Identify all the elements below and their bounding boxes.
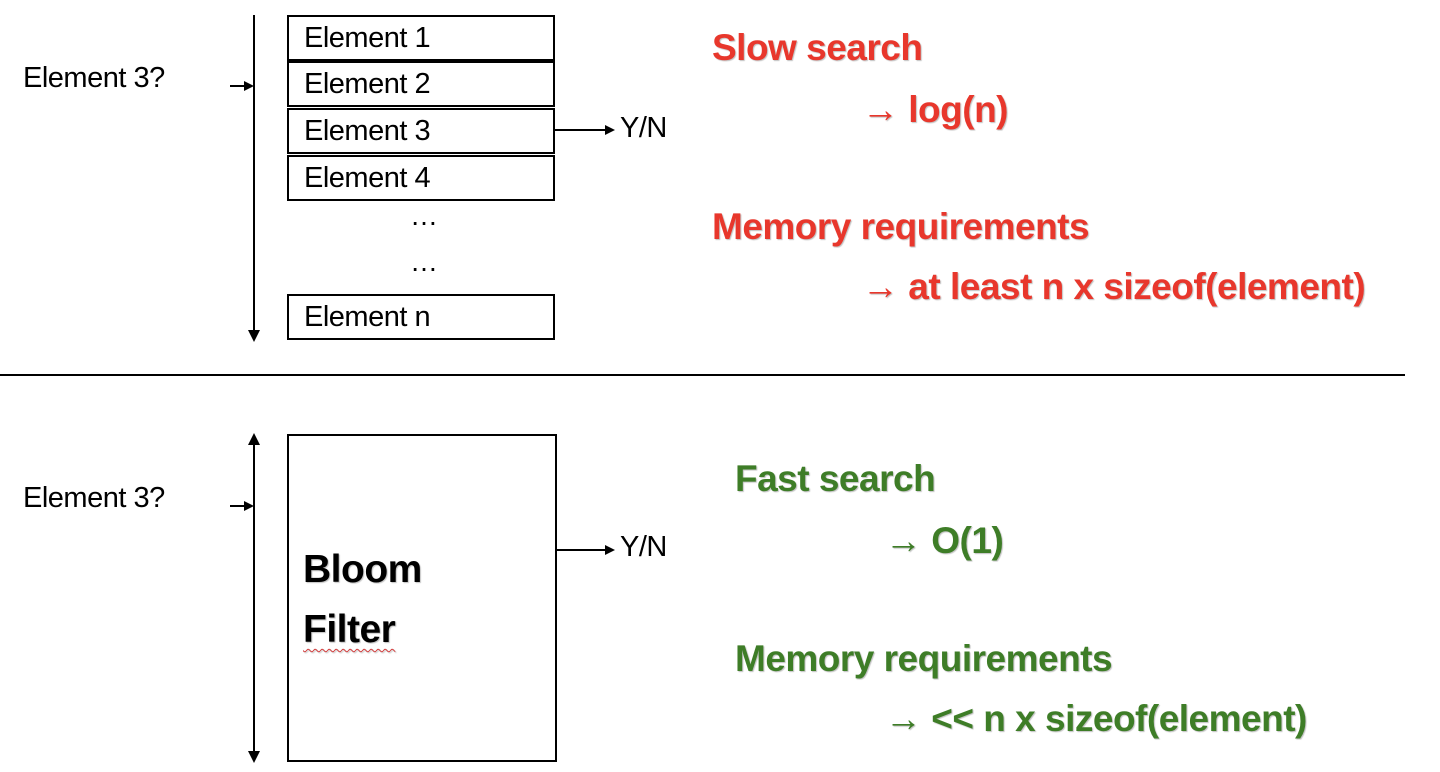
bloom-filter-box	[287, 434, 557, 762]
slow-search-complexity: log(n)	[908, 89, 1009, 130]
memory-title-top: Memory requirements	[712, 206, 1090, 248]
list-item-element-4: Element 4	[287, 155, 555, 201]
result-label: Y/N	[620, 112, 667, 144]
arrow-icon: →	[862, 266, 899, 307]
result-arrow-line	[555, 129, 605, 131]
slow-search-title-text: Slow search	[712, 27, 923, 68]
slow-search-value: → log(n)	[862, 89, 1009, 131]
range-arrow-top-head	[248, 433, 260, 445]
memory-value-top: → at least n x sizeof(element)	[862, 266, 1366, 308]
query-label: Element 3?	[23, 62, 165, 94]
fast-search-value: → O(1)	[885, 520, 1004, 562]
memory-title-bottom-text: Memory requirements	[735, 638, 1113, 679]
result-arrow-head	[605, 545, 615, 555]
memory-title-bottom: Memory requirements	[735, 638, 1113, 680]
ellipsis-1: …	[410, 200, 438, 231]
arrow-icon: →	[862, 89, 899, 130]
memory-value-bottom-text: << n x sizeof(element)	[931, 698, 1307, 739]
bloom-filter-line2: Filter	[303, 608, 396, 651]
input-arrow-line	[230, 85, 244, 87]
range-arrow-line	[253, 443, 255, 753]
scan-arrow-line	[253, 15, 255, 333]
list-item-element-3: Element 3	[287, 108, 555, 154]
query-label: Element 3?	[23, 482, 165, 514]
bloom-filter-label: Bloom Filter	[303, 540, 422, 660]
scan-arrow-head	[248, 330, 260, 342]
list-item-element-n: Element n	[287, 294, 555, 340]
section-divider	[0, 374, 1405, 376]
list-item-element-1: Element 1	[287, 15, 555, 61]
memory-value-bottom: → << n x sizeof(element)	[885, 698, 1307, 740]
input-arrow-head	[244, 501, 254, 511]
result-arrow-head	[605, 125, 615, 135]
input-arrow-head	[244, 81, 254, 91]
list-item-element-2: Element 2	[287, 61, 555, 107]
arrow-icon: →	[885, 698, 922, 739]
result-label: Y/N	[620, 531, 667, 563]
slow-search-title: Slow search	[712, 27, 923, 69]
fast-search-title-text: Fast search	[735, 458, 936, 499]
memory-value-top-text: at least n x sizeof(element)	[908, 266, 1366, 307]
bloom-filter-line1: Bloom	[303, 548, 422, 591]
ellipsis-2: …	[410, 246, 438, 277]
arrow-icon: →	[885, 520, 922, 561]
fast-search-complexity: O(1)	[931, 520, 1004, 561]
result-arrow-line	[555, 549, 605, 551]
memory-title-top-text: Memory requirements	[712, 206, 1090, 247]
input-arrow-line	[230, 505, 244, 507]
fast-search-title: Fast search	[735, 458, 936, 500]
range-arrow-bottom-head	[248, 751, 260, 763]
